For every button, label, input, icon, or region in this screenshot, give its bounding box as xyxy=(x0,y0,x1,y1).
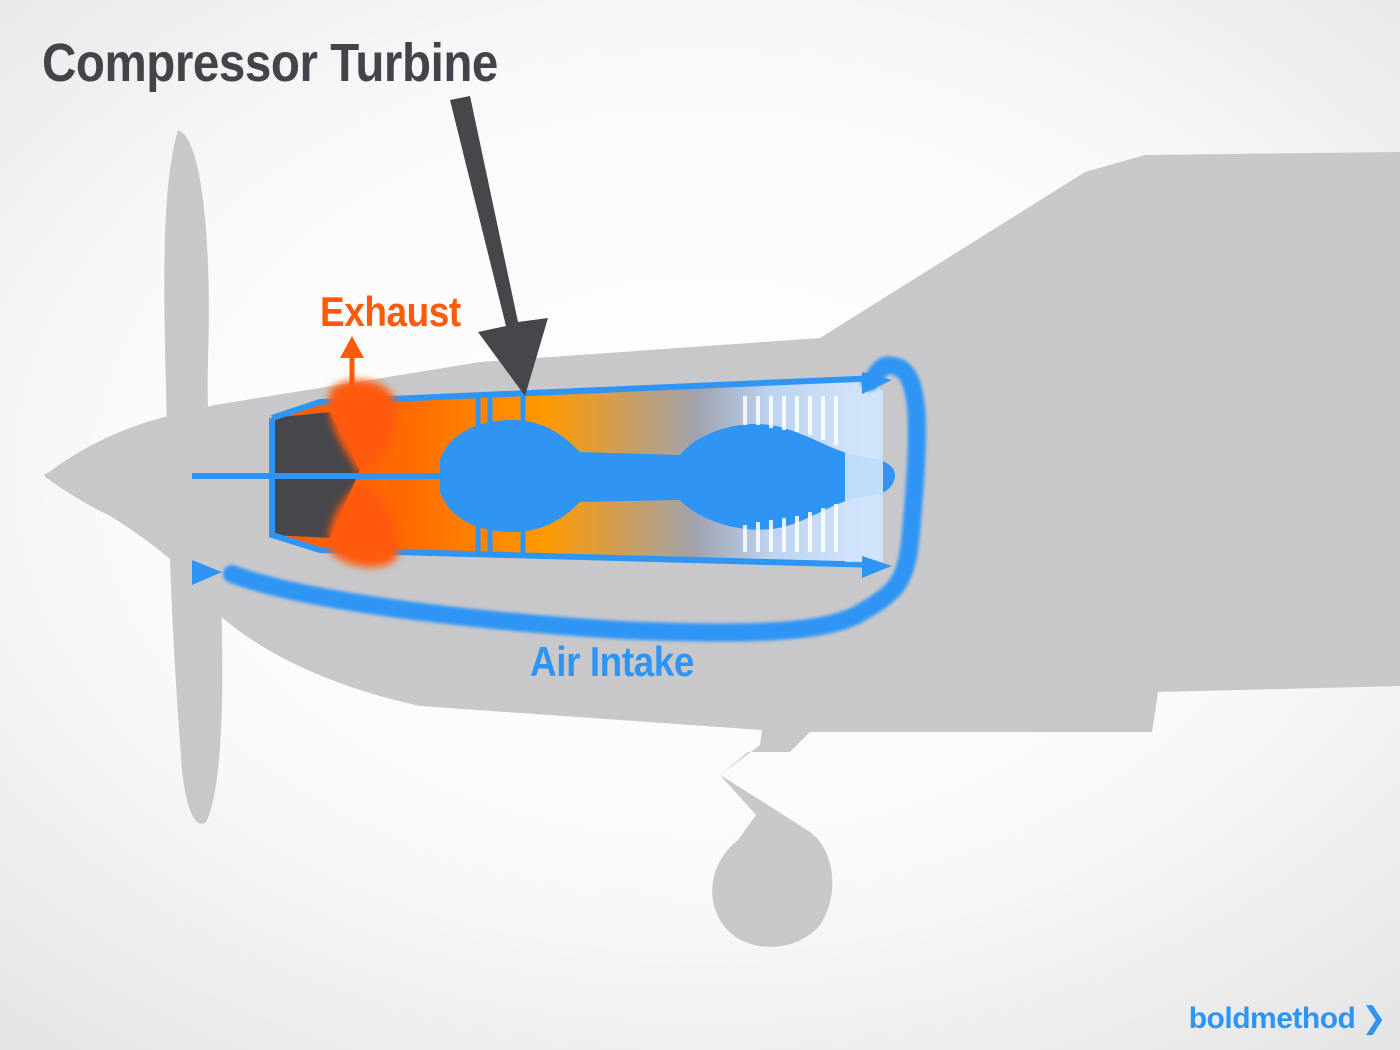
intake-lower-arrowhead xyxy=(862,556,892,578)
air-intake-label: Air Intake xyxy=(530,638,695,685)
exhaust-plume-upper xyxy=(328,379,397,475)
propeller-spinner xyxy=(44,410,210,545)
brand-name: boldmethod xyxy=(1188,1002,1356,1035)
exhaust-arrowhead xyxy=(340,336,364,358)
intake-entry-arrowhead xyxy=(192,560,222,585)
exhaust-label: Exhaust xyxy=(320,288,461,335)
compressor-turbine-arrow xyxy=(450,96,548,396)
diagram-title: Compressor Turbine xyxy=(42,33,498,93)
turbine-stages xyxy=(475,396,526,556)
air-intake-flow xyxy=(223,356,926,642)
chevron-right-icon: ❯ xyxy=(1361,1002,1386,1035)
compressor-blades xyxy=(743,396,838,552)
turbine-spool xyxy=(440,420,895,532)
exhaust-plume-lower xyxy=(328,482,399,568)
intake-upper-arrowhead xyxy=(862,372,892,394)
brand-logo: boldmethod❯ xyxy=(1188,1001,1387,1036)
inlet-screen xyxy=(845,390,883,562)
